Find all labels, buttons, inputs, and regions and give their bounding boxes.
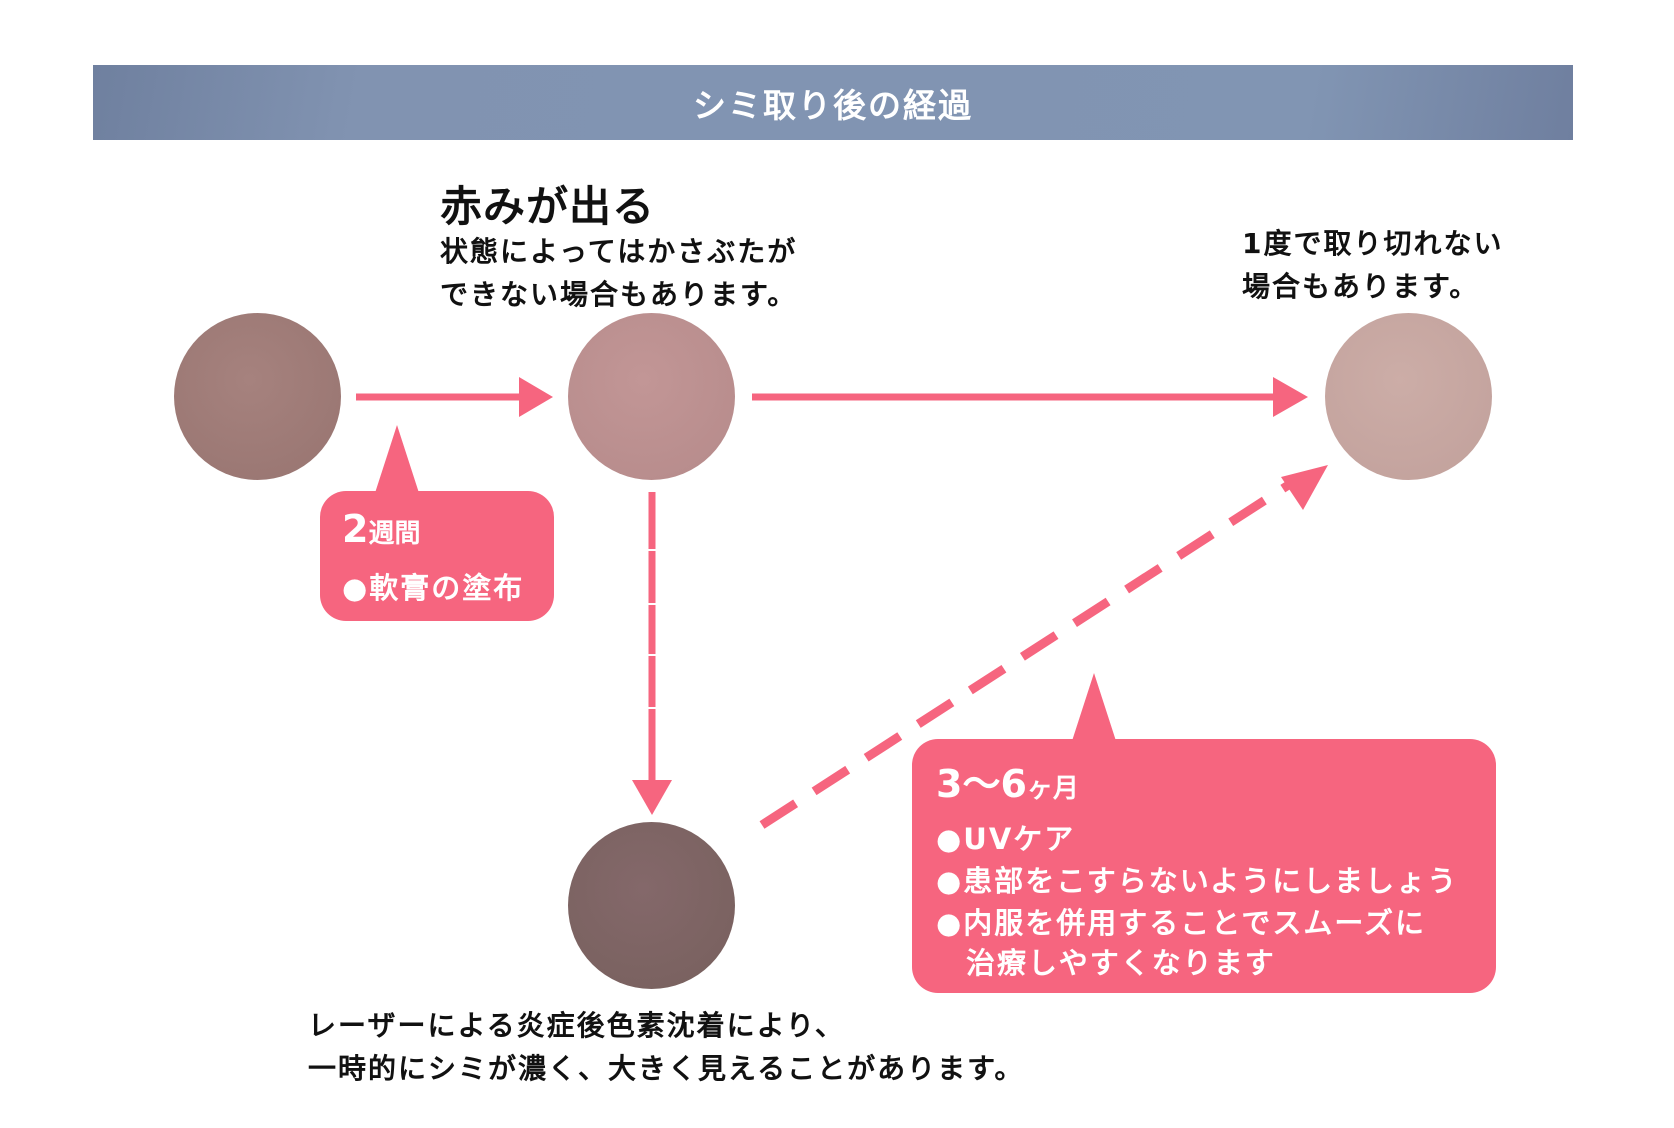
callout-months-item: ●患部をこすらないようにしましょう	[936, 864, 1459, 898]
callout-two-weeks-duration: 2週間	[342, 507, 420, 551]
arrow-dark-to-faded-dashed	[759, 465, 1328, 829]
header-banner: シミ取り後の経過	[93, 65, 1573, 140]
arrow-red-to-faded	[752, 377, 1308, 417]
stage-red-note: 状態によってはかさぶたが できない場合もあります。	[440, 230, 797, 316]
callout-months-unit: ヶ月	[1026, 774, 1079, 804]
callout-months-number: 3〜6	[936, 762, 1027, 806]
stage-dark-note-line: 一時的にシミが濃く、大きく見えることがあります。	[308, 1052, 1025, 1085]
callout-months-tail	[1072, 673, 1116, 741]
stage-right-note-line: 1度で取り切れない	[1242, 227, 1504, 260]
callout-months-duration: 3〜6ヶ月	[936, 753, 1079, 808]
spot-original	[174, 313, 341, 480]
spot-faded	[1325, 313, 1492, 480]
arrow-red-to-dark	[632, 492, 672, 815]
stage-right-note: 1度で取り切れない 場合もあります。	[1242, 222, 1503, 308]
stage-red-note-line: できない場合もあります。	[440, 278, 798, 311]
callout-months-item: ●UVケア	[936, 822, 1076, 856]
callout-months: 3〜6ヶ月 ●UVケア ●患部をこすらないようにしましょう ●内服を併用すること…	[912, 739, 1496, 993]
callout-two-weeks-number: 2	[342, 507, 369, 551]
callout-two-weeks-tail	[375, 425, 419, 493]
callout-two-weeks-unit: 週間	[368, 519, 421, 549]
callout-two-weeks-item: ●軟膏の塗布	[342, 571, 525, 605]
callout-months-item: 治療しやすくなります	[966, 946, 1276, 980]
callout-two-weeks: 2週間 ●軟膏の塗布	[320, 491, 554, 621]
stage-dark-note: レーザーによる炎症後色素沈着により、 一時的にシミが濃く、大きく見えることがあり…	[308, 1004, 1024, 1090]
stage-right-note-line: 場合もあります。	[1242, 270, 1480, 303]
stage-dark-note-line: レーザーによる炎症後色素沈着により、	[308, 1009, 845, 1042]
callout-months-item: ●内服を併用することでスムーズに	[936, 906, 1426, 940]
spot-red	[568, 313, 735, 480]
spot-dark	[568, 822, 735, 989]
header-title: シミ取り後の経過	[693, 85, 973, 125]
stage-red-heading: 赤みが出る	[440, 182, 656, 231]
stage-red-note-line: 状態によってはかさぶたが	[440, 235, 798, 268]
arrow-original-to-red	[356, 377, 553, 417]
